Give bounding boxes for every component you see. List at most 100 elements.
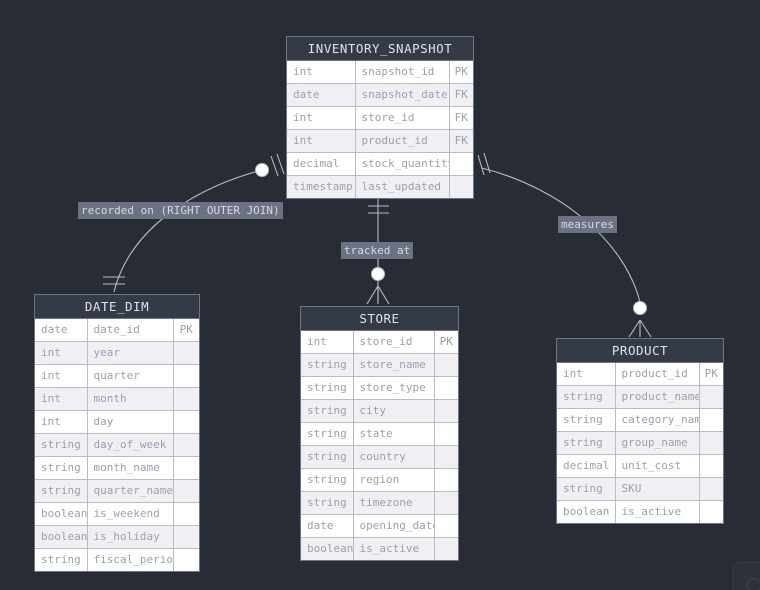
attribute-type: boolean xyxy=(557,500,616,523)
attribute-name: year xyxy=(87,341,174,365)
cardinality-zero-or-one-marker xyxy=(633,301,647,315)
connector-measures xyxy=(477,152,652,338)
attribute-type: string xyxy=(35,433,88,457)
attribute-type: int xyxy=(35,364,88,388)
attribute-type: string xyxy=(301,376,354,400)
attribute-type: int xyxy=(287,61,356,84)
attribute-type: string xyxy=(301,422,354,446)
attribute-key-badge xyxy=(173,410,199,434)
attribute-type: int xyxy=(35,341,88,365)
attribute-type: string xyxy=(557,431,616,455)
attribute-name: opening_date xyxy=(353,514,435,538)
attribute-type: boolean xyxy=(35,525,88,549)
attribute-name: country xyxy=(353,445,435,469)
attribute-type: string xyxy=(301,399,354,423)
cardinality-exactly-one-marker xyxy=(368,205,389,214)
attribute-name: month_name xyxy=(87,456,174,480)
attribute-type: int xyxy=(557,363,616,386)
attribute-name: is_active xyxy=(615,500,700,523)
attribute-key-badge xyxy=(449,176,473,199)
attribute-name: state xyxy=(353,422,435,446)
attribute-key-badge xyxy=(173,502,199,526)
attribute-type: int xyxy=(287,129,356,153)
attribute-name: product_id xyxy=(355,129,450,153)
attribute-type: string xyxy=(301,353,354,377)
attribute-key-badge xyxy=(699,408,723,432)
attribute-name: quarter_name xyxy=(87,479,174,503)
attribute-key-badge xyxy=(434,538,458,561)
attribute-name: last_updated xyxy=(355,175,450,198)
entity-title: DATE_DIM xyxy=(35,295,199,319)
attribute-key-badge xyxy=(434,491,458,515)
attribute-key-badge: PK xyxy=(699,363,723,386)
attribute-type: string xyxy=(301,445,354,469)
attribute-key-badge xyxy=(434,445,458,469)
connector-recorded-on xyxy=(103,153,285,293)
attribute-type: boolean xyxy=(301,537,354,560)
attribute-type: int xyxy=(35,410,88,434)
attribute-name: store_id xyxy=(353,331,435,354)
cardinality-zero-or-one-marker xyxy=(255,163,269,177)
attribute-type: string xyxy=(35,479,88,503)
entity-title: INVENTORY_SNAPSHOT xyxy=(287,37,473,61)
attribute-name: is_holiday xyxy=(87,525,174,549)
attribute-key-badge xyxy=(434,399,458,423)
minimap-toggle[interactable] xyxy=(732,562,760,590)
attribute-key-badge xyxy=(173,341,199,365)
attribute-name: product_name xyxy=(615,385,700,409)
attribute-name: snapshot_date xyxy=(355,83,450,107)
attribute-name: date_id xyxy=(87,319,174,342)
attribute-name: quarter xyxy=(87,364,174,388)
cardinality-exactly-one-marker xyxy=(477,152,491,176)
attribute-name: region xyxy=(353,468,435,492)
attribute-name: category_name xyxy=(615,408,700,432)
attribute-name: stock_quantity xyxy=(355,152,450,176)
relationship-label-tracked-at: tracked at xyxy=(341,242,414,259)
cardinality-exactly-one-marker xyxy=(270,153,285,177)
attribute-key-badge: PK xyxy=(173,319,199,342)
relationship-label-recorded-on: recorded on (RIGHT OUTER JOIN) xyxy=(78,202,283,219)
attribute-name: day xyxy=(87,410,174,434)
attribute-key-badge xyxy=(173,456,199,480)
attribute-key-badge xyxy=(173,364,199,388)
cardinality-many-marker xyxy=(366,285,390,305)
attribute-key-badge xyxy=(434,353,458,377)
attribute-type: string xyxy=(35,548,88,571)
attribute-name: day_of_week xyxy=(87,433,174,457)
attribute-type: decimal xyxy=(287,152,356,176)
attribute-name: unit_cost xyxy=(615,454,700,478)
attribute-key-badge xyxy=(699,385,723,409)
attribute-type: int xyxy=(287,106,356,130)
attribute-key-badge xyxy=(699,454,723,478)
attribute-name: group_name xyxy=(615,431,700,455)
attribute-key-badge: FK xyxy=(449,106,473,130)
